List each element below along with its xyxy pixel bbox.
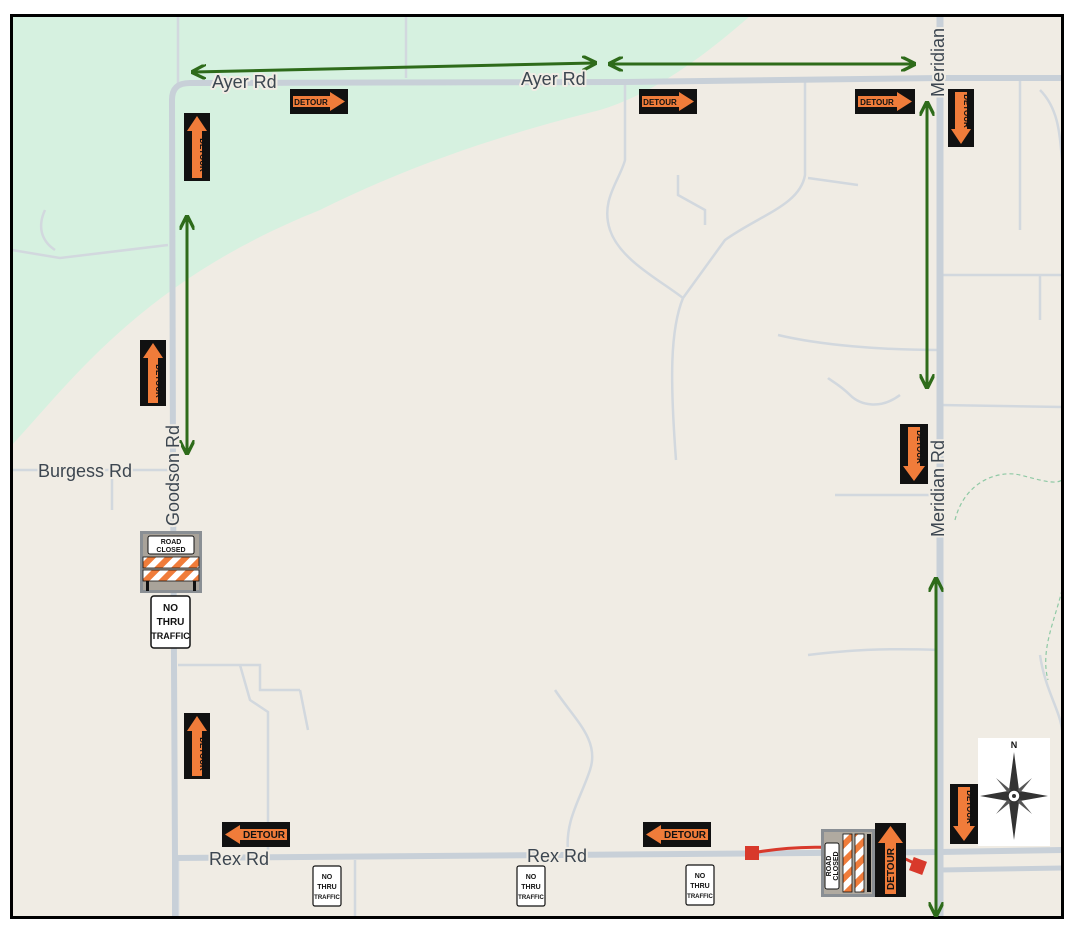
detour-route-arrows: [187, 63, 936, 914]
stream: [954, 473, 1062, 681]
svg-text:DETOUR: DETOUR: [198, 737, 207, 771]
detour-sign-arrow-right: DETOUR: [855, 89, 915, 114]
road-closed-barricade: ROAD CLOSED: [140, 531, 202, 593]
svg-text:TRAFFIC: TRAFFIC: [151, 631, 190, 641]
svg-text:ROAD: ROAD: [826, 856, 833, 877]
detour-sign-arrow-up: DETOUR: [140, 340, 166, 406]
detour-sign-arrow-right: DETOUR: [639, 89, 697, 114]
detour-sign-arrow-left: DETOUR: [222, 822, 290, 847]
road-closed-barricade: ROAD CLOSED: [821, 829, 875, 897]
road-label-ayer-east: Ayer Rd: [521, 69, 586, 89]
no-thru-traffic-sign: NO THRU TRAFFIC: [685, 864, 715, 906]
svg-text:DETOUR: DETOUR: [243, 830, 286, 841]
svg-text:DETOUR: DETOUR: [886, 847, 897, 890]
svg-text:DETOUR: DETOUR: [154, 364, 163, 398]
road-label-meridian-north: Meridian: [928, 28, 948, 97]
road-label-rex-west: Rex Rd: [209, 849, 269, 869]
detour-sign-arrow-up: DETOUR: [875, 823, 906, 897]
svg-text:TRAFFIC: TRAFFIC: [687, 894, 713, 900]
svg-text:DETOUR: DETOUR: [915, 430, 924, 464]
svg-text:ROAD: ROAD: [161, 539, 182, 546]
svg-text:DETOUR: DETOUR: [962, 94, 971, 128]
svg-text:CLOSED: CLOSED: [156, 547, 185, 554]
detour-sign-arrow-down: DETOUR: [948, 89, 974, 147]
road-label-meridian-south: Meridian Rd: [928, 440, 948, 537]
svg-text:THRU: THRU: [317, 884, 336, 891]
road-closure-segment: [745, 845, 927, 875]
compass-star-icon: [980, 752, 1048, 840]
road-label-ayer-west: Ayer Rd: [212, 72, 277, 92]
svg-text:DETOUR: DETOUR: [643, 98, 677, 107]
detour-sign-arrow-up: DETOUR: [184, 713, 210, 779]
road-label-rex-east: Rex Rd: [527, 846, 587, 866]
compass-rose: N: [978, 738, 1050, 846]
svg-text:NO: NO: [322, 874, 333, 881]
detour-sign-arrow-left: DETOUR: [643, 822, 711, 847]
svg-text:DETOUR: DETOUR: [664, 830, 707, 841]
road-label-goodson: Goodson Rd: [163, 425, 183, 526]
detour-sign-arrow-down: DETOUR: [950, 784, 978, 844]
detour-sign-arrow-right: DETOUR: [290, 89, 348, 114]
detour-sign-arrow-up: DETOUR: [184, 113, 210, 181]
svg-text:NO: NO: [526, 874, 537, 881]
svg-text:DETOUR: DETOUR: [965, 790, 974, 824]
svg-text:TRAFFIC: TRAFFIC: [314, 895, 340, 901]
no-thru-traffic-sign: NO THRU TRAFFIC: [516, 865, 546, 907]
svg-text:THRU: THRU: [690, 883, 709, 890]
minor-roads: [12, 16, 1062, 917]
svg-text:DETOUR: DETOUR: [860, 98, 894, 107]
no-thru-traffic-sign: NO THRU TRAFFIC: [312, 865, 342, 907]
svg-text:THRU: THRU: [521, 884, 540, 891]
detour-sign-arrow-down: DETOUR: [900, 424, 928, 484]
svg-text:DETOUR: DETOUR: [294, 98, 328, 107]
svg-text:NO: NO: [695, 873, 706, 880]
no-thru-traffic-sign: NO THRU TRAFFIC: [150, 595, 191, 649]
svg-text:DETOUR: DETOUR: [198, 138, 207, 172]
road-label-burgess: Burgess Rd: [38, 461, 132, 481]
compass-north-label: N: [1011, 740, 1018, 750]
svg-text:THRU: THRU: [157, 617, 185, 628]
svg-text:CLOSED: CLOSED: [833, 851, 840, 880]
svg-text:TRAFFIC: TRAFFIC: [518, 895, 544, 901]
svg-text:NO: NO: [163, 603, 178, 614]
